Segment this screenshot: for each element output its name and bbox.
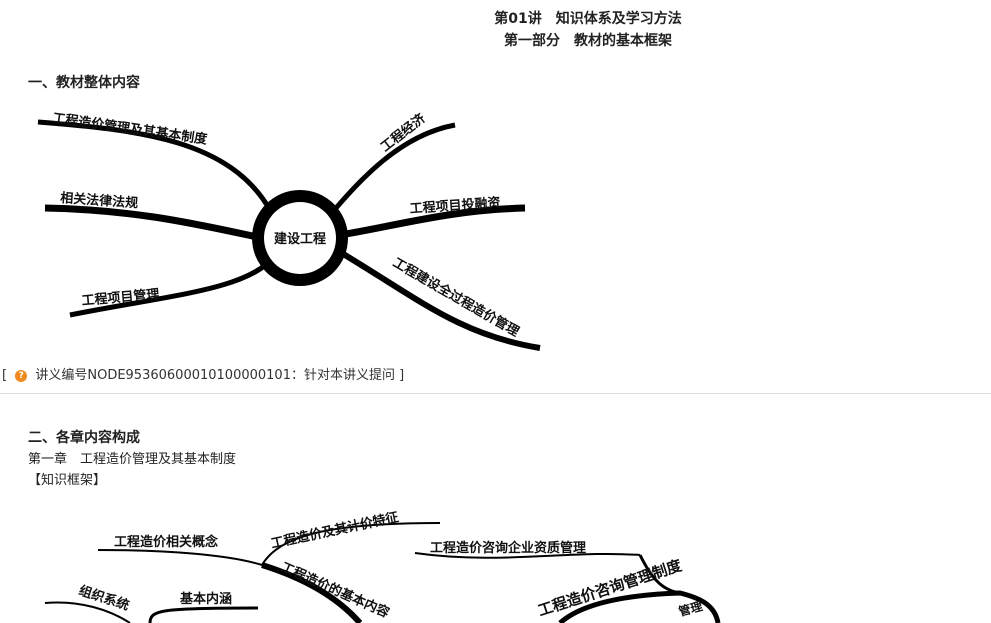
lecture-note: [ ? 讲义编号NODE95360600010100000101：针对本讲义提问… <box>2 364 404 383</box>
section-heading: 二、各章内容构成 <box>28 430 140 446</box>
mindmap-chapter1: 工程造价相关概念 工程造价及其计价特征 工程造价的基本内容 组织系统 基本内涵 … <box>44 509 721 623</box>
branch-label: 管理 <box>677 598 704 619</box>
branch-label: 基本内涵 <box>179 591 232 607</box>
chapter-title: 第一章 工程造价管理及其基本制度 <box>28 452 237 467</box>
branch-label: 工程造价的基本内容 <box>278 559 391 621</box>
branch-label: 工程造价相关概念 <box>114 534 218 550</box>
branch-label: 工程造价咨询企业资质管理 <box>430 540 586 556</box>
divider <box>0 393 991 394</box>
question-icon[interactable]: ? <box>15 370 28 382</box>
branch-label: 工程造价管理及其基本制度 <box>51 110 209 148</box>
branch-label: 工程项目投融资 <box>409 195 501 217</box>
bracket-close: ] <box>399 368 405 383</box>
mindmap-overall: 建设工程 工程造价管理及其基本制度 相关法律法规 工程项目管理 工程经济 工程项… <box>37 110 541 351</box>
branch-label: 组织系统 <box>77 583 131 614</box>
ask-question-link[interactable]: 针对本讲义提问 <box>303 368 395 383</box>
page-subtitle: 第一部分 教材的基本框架 <box>504 33 672 49</box>
section-heading: 一、教材整体内容 <box>28 75 140 91</box>
bracket-open: [ <box>2 368 8 383</box>
frame-label: 【知识框架】 <box>28 473 107 488</box>
branch-label: 工程造价及其计价特征 <box>270 509 401 552</box>
branch-label: 相关法律法规 <box>60 190 139 211</box>
center-label: 建设工程 <box>274 231 326 247</box>
lecture-id: 讲义编号NODE95360600010100000101： <box>35 368 304 383</box>
branch-label: 工程项目管理 <box>81 286 160 309</box>
page-title: 第01讲 知识体系及学习方法 <box>494 11 682 27</box>
branch-label: 工程造价咨询管理制度 <box>536 556 685 620</box>
